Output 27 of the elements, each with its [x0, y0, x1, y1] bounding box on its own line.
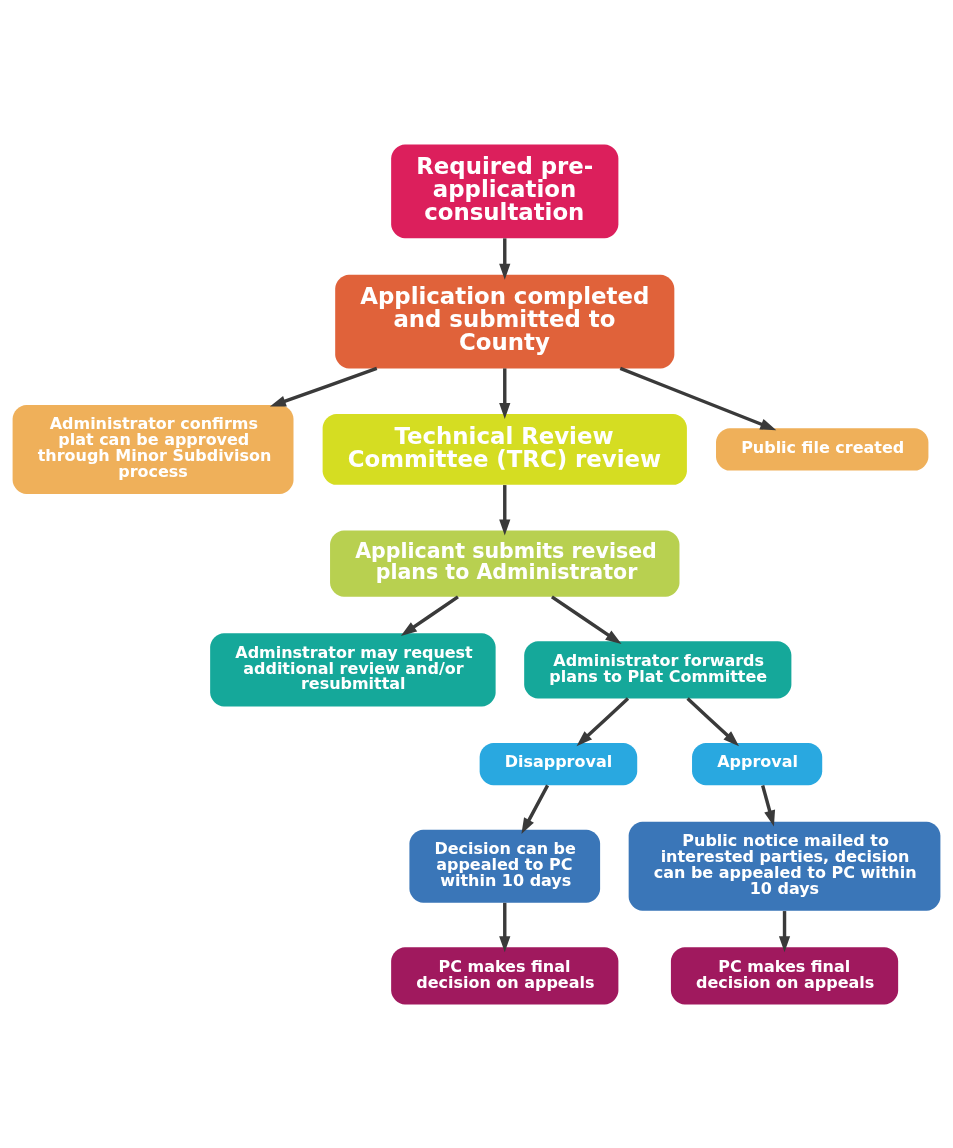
node-box: Adminstrator may request additional review and/or resubmittal — [210, 632, 496, 706]
arrow — [499, 902, 511, 952]
node-box: Approval — [692, 742, 823, 785]
arrow — [619, 366, 777, 430]
arrow — [269, 366, 378, 407]
node-box: PC makes final decision on appeals — [391, 946, 619, 1004]
node-box: Disapproval — [479, 742, 638, 785]
node-box: Administrator forwards plans to Plat Committee — [524, 640, 792, 698]
node-box: Applicant submits revised plans to Administrator — [330, 530, 680, 597]
arrow — [778, 910, 791, 952]
arrow — [400, 594, 459, 636]
node-box: Administrator confirms plat can be approved through Minor Subdivison process — [12, 404, 294, 494]
arrow — [499, 367, 511, 419]
node-box: Public file created — [716, 427, 929, 471]
arrow — [499, 484, 511, 535]
arrow — [550, 594, 622, 644]
node-box: PC makes final decision on appeals — [670, 946, 899, 1004]
arrow — [686, 696, 740, 746]
node-box: Technical Review Committee (TRC) review — [322, 413, 687, 485]
node-box: Application completed and submitted to County — [335, 274, 675, 368]
arrow — [499, 237, 511, 280]
node-box: Public notice mailed to interested parties, decision can be appealed to PC within 10 days — [628, 821, 941, 911]
node-box: Required pre-application consultation — [391, 144, 619, 238]
arrow — [576, 696, 630, 746]
node-box: Decision can be appealed to PC within 10 days — [409, 829, 601, 903]
arrow — [521, 784, 550, 834]
arrow — [761, 784, 776, 826]
